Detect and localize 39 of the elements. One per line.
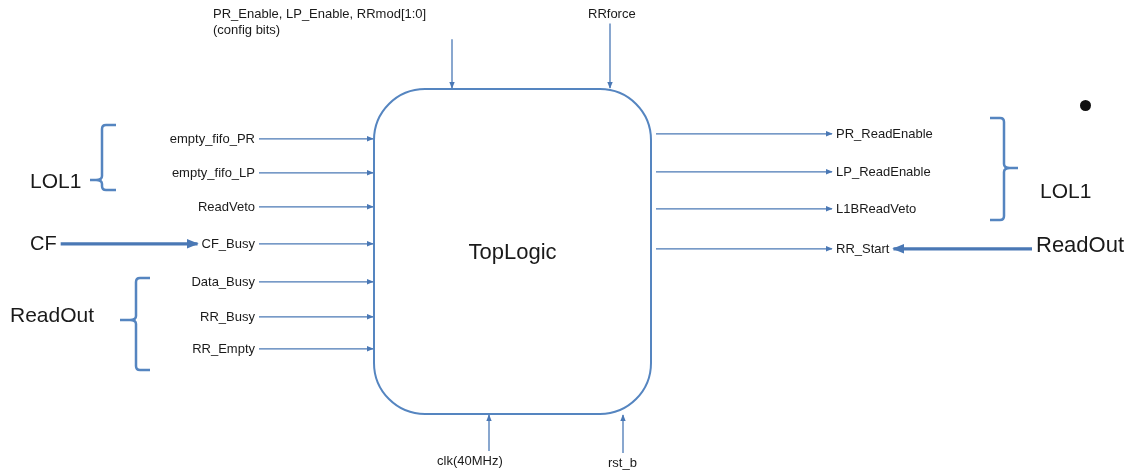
arrow — [60, 239, 199, 249]
group-label: LOL1 — [30, 168, 82, 194]
signal-label: LP_ReadEnable — [836, 164, 931, 180]
source-label: ReadOut — [1036, 232, 1125, 259]
signal-label: Data_Busy — [191, 274, 255, 290]
signal-label: ReadVeto — [197, 199, 255, 215]
arrow — [258, 170, 374, 176]
source-label: CF — [30, 231, 57, 255]
arrow — [258, 204, 374, 210]
arrow — [486, 414, 492, 452]
arrow — [449, 38, 455, 89]
signal-label: RR_Busy — [200, 309, 255, 325]
signal-label: PR_ReadEnable — [836, 126, 933, 142]
arrow — [258, 136, 374, 142]
signal-label: RR_Start — [836, 241, 890, 257]
arrow — [892, 244, 1032, 254]
arrow — [607, 22, 613, 89]
signal-label: PR_Enable, LP_Enable, RRmod[1:0] (config bits) — [213, 6, 453, 38]
signal-label: clk(40MHz) — [437, 453, 503, 469]
signal-label: rst_b — [608, 455, 637, 471]
signal-label: L1BReadVeto — [836, 201, 917, 217]
signal-label: RRforce — [588, 6, 636, 22]
signal-label: empty_fifo_LP — [171, 165, 255, 181]
arrow — [258, 346, 374, 352]
arrow — [655, 169, 833, 175]
block-title: TopLogic — [468, 238, 557, 265]
arrow — [655, 131, 833, 137]
signal-label: empty_fifo_PR — [169, 131, 255, 147]
arrow — [620, 414, 626, 454]
arrow — [258, 279, 374, 285]
logic-block — [373, 88, 652, 415]
signal-label: RR_Empty — [192, 341, 255, 357]
signal-label: CF_Busy — [201, 236, 255, 252]
arrow — [258, 241, 374, 247]
arrow — [655, 206, 833, 212]
arrow — [655, 246, 833, 252]
group-label: LOL1 — [1040, 178, 1092, 204]
group-label: ReadOut — [10, 302, 95, 328]
arrow — [258, 314, 374, 320]
